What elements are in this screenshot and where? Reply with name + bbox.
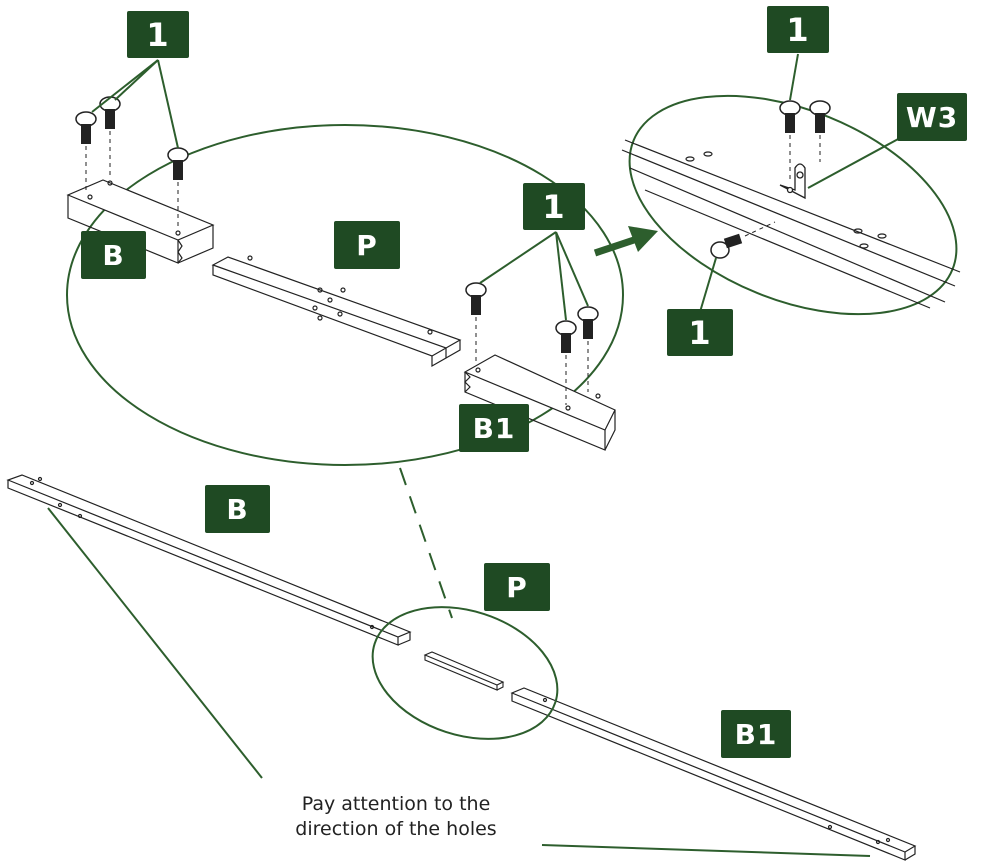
note-leader-lines — [47, 507, 871, 857]
label-screw-1-lower: 1 — [667, 309, 733, 356]
screw-icon — [809, 100, 831, 162]
note-line-1: Pay attention to the — [301, 793, 491, 815]
bracket-icon — [779, 163, 806, 200]
leader-lines-zoom — [699, 53, 901, 313]
label-part-b-main: B — [205, 485, 270, 533]
screw-icon — [465, 282, 487, 365]
screw-icon — [710, 221, 776, 259]
detail-callout-ellipse — [66, 124, 624, 466]
beam-b-main — [6, 474, 412, 646]
screw-icon — [577, 306, 599, 392]
label-part-b1-main: B1 — [721, 710, 791, 758]
leader-lines-screws-mid — [479, 231, 589, 321]
label-bracket-w3: W3 — [897, 93, 967, 141]
label-part-p-detail: P — [334, 221, 400, 269]
screw-icon — [75, 111, 97, 190]
label-screw-1-top-left: 1 — [127, 11, 189, 58]
beam-b1-main — [510, 687, 917, 861]
label-screw-1-top-right: 1 — [767, 6, 829, 53]
label-part-b-detail: B — [81, 231, 146, 279]
arrow-right-icon — [593, 226, 658, 257]
note-line-2: direction of the holes — [295, 818, 497, 840]
main-callout-ellipse — [371, 606, 559, 740]
screw-icon — [779, 100, 801, 182]
beam-b1-detail — [463, 354, 616, 451]
zoom-beam — [621, 139, 961, 309]
plate-p-detail — [211, 255, 462, 368]
plate-p-main — [423, 651, 505, 691]
label-part-b1-detail: B1 — [459, 404, 529, 452]
screw-icon — [99, 96, 121, 178]
screw-icon — [555, 320, 577, 405]
hole-direction-note: Pay attention to the direction of the ho… — [256, 792, 536, 842]
label-part-p-main: P — [484, 563, 550, 611]
dashed-connector-line — [399, 467, 453, 619]
beam-b-detail — [66, 179, 215, 264]
leader-lines-screws-top — [91, 59, 179, 149]
label-screw-1-middle: 1 — [523, 183, 585, 230]
